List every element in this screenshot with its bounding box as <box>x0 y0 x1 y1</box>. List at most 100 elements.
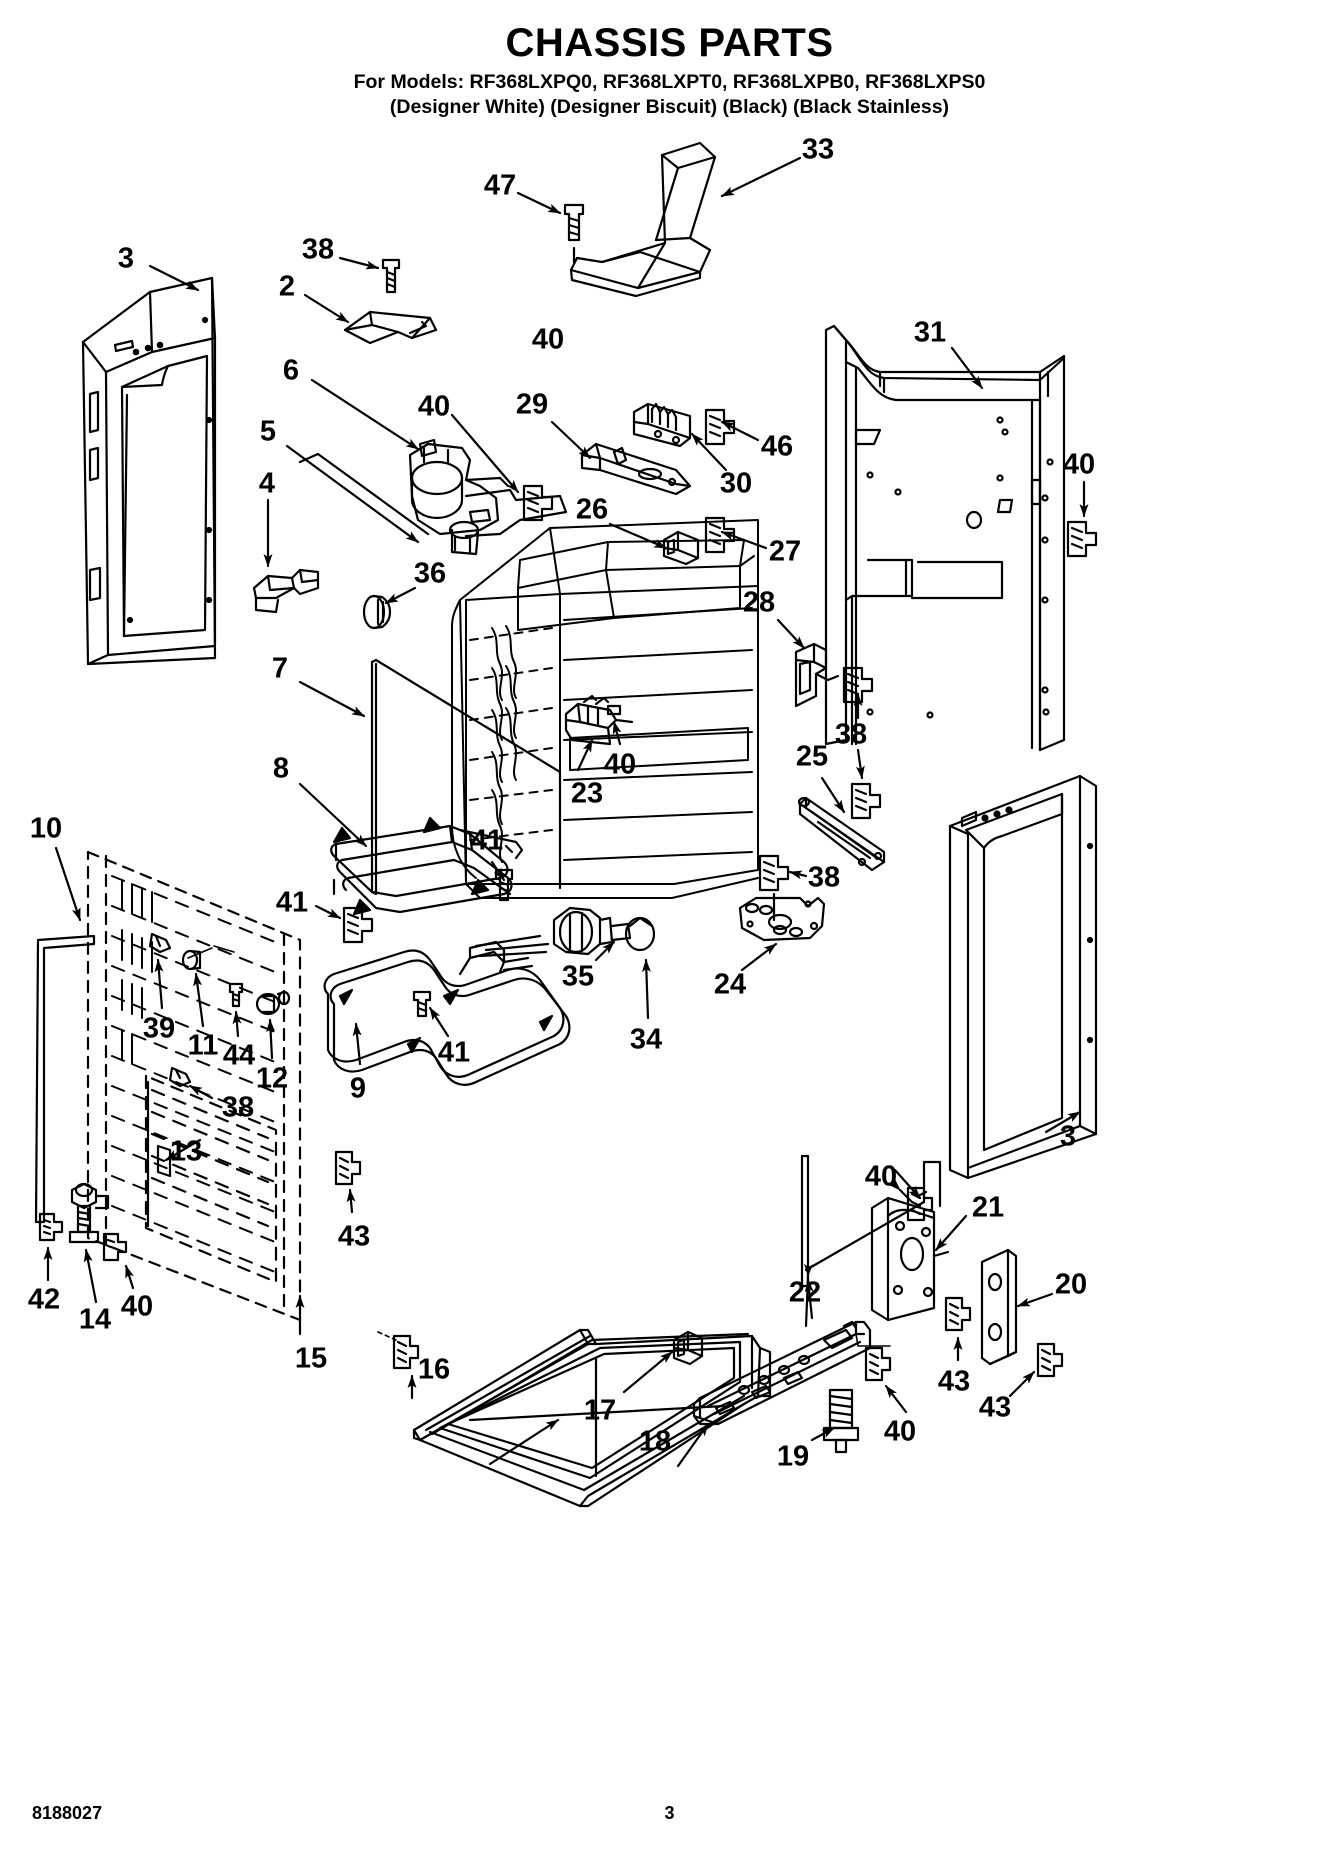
callout-38-b: 38 <box>834 718 868 751</box>
callout-11: 11 <box>187 1029 219 1062</box>
leader-44 <box>232 1010 242 1038</box>
part-3-door-right <box>948 774 1098 1180</box>
part-40-screw-bottom <box>855 1333 892 1382</box>
part-41-screw-lower <box>412 990 432 1018</box>
leader-30 <box>690 432 728 472</box>
callout-43-b: 43 <box>937 1365 971 1398</box>
part-25-brace-gusset <box>797 796 886 872</box>
callout-28: 28 <box>742 586 776 619</box>
leader-10 <box>54 846 82 922</box>
part-20-side-strap <box>980 1248 1018 1366</box>
page-header: CHASSIS PARTS For Models: RF368LXPQ0, RF… <box>0 22 1339 120</box>
part-3-door-frame-left <box>81 276 217 666</box>
leader-13 <box>164 1138 202 1162</box>
callout-29: 29 <box>515 388 549 421</box>
callout-31: 31 <box>913 316 947 349</box>
leader-5 <box>285 444 420 544</box>
part-43-screw-br2 <box>1036 1342 1064 1378</box>
leader-25 <box>820 776 846 814</box>
part-19-leveling-screw <box>822 1388 860 1454</box>
part-15-vertical-hatching <box>121 879 153 1065</box>
part-14-leveling-leg <box>68 1182 110 1244</box>
part-31-rear-panel <box>824 324 1066 752</box>
part-38-screw-d <box>758 854 790 922</box>
part-23-terminal-block <box>564 694 634 746</box>
leader-40-bmr2 <box>893 1168 922 1200</box>
callout-40-f: 40 <box>120 1290 154 1323</box>
leader-26 <box>608 522 668 550</box>
page-number: 3 <box>664 1803 675 1823</box>
callout-43-a: 43 <box>337 1220 371 1253</box>
callout-13: 13 <box>169 1135 203 1168</box>
callout-42: 42 <box>27 1283 61 1316</box>
callout-25: 25 <box>795 740 829 773</box>
leader-31 <box>950 346 984 390</box>
part-40-screw-bl <box>102 1232 128 1262</box>
leader-40-bl <box>124 1264 135 1290</box>
callout-38-a: 38 <box>301 233 335 266</box>
leader-11 <box>193 972 205 1028</box>
part-13-side-panel-liner <box>144 1074 278 1284</box>
part-42-screw <box>38 1212 64 1242</box>
leader-41-upper <box>314 904 342 920</box>
part-35-oven-light-socket <box>552 906 656 956</box>
leader-39 <box>154 958 164 1010</box>
part-43-screw-br1 <box>944 1296 972 1332</box>
page-title: CHASSIS PARTS <box>505 21 834 65</box>
leader-3-right <box>1044 1110 1082 1134</box>
callout-38-c: 38 <box>807 861 841 894</box>
callout-5: 5 <box>259 415 277 448</box>
leader-24 <box>740 942 778 972</box>
callout-12: 12 <box>255 1062 289 1095</box>
callout-6: 6 <box>282 354 300 387</box>
callout-22: 22 <box>788 1276 822 1309</box>
part-47-screw <box>563 203 585 264</box>
leader-38-c <box>855 748 865 780</box>
callout-19: 19 <box>776 1440 810 1473</box>
callout-34: 34 <box>629 1023 663 1056</box>
callout-24: 24 <box>713 968 747 1001</box>
part-16-oven-bottom-panel <box>412 1328 772 1508</box>
part-30-terminal-clip <box>632 402 692 448</box>
callout-2: 2 <box>278 270 296 303</box>
leader-34 <box>641 958 651 1020</box>
leader-40-bmr <box>888 1178 914 1204</box>
part-33-handle-bracket <box>569 141 717 298</box>
callout-30: 30 <box>719 467 753 500</box>
part-38-screw-c <box>850 782 882 820</box>
part-5-wire-rod <box>298 452 430 536</box>
callout-40-c: 40 <box>1062 448 1096 481</box>
leader-3-left <box>148 264 200 292</box>
callout-3-b: 3 <box>1059 1120 1077 1153</box>
part-40-screw-mid <box>522 484 554 522</box>
part-38-screw-13 <box>168 1066 192 1088</box>
part-39-screw <box>148 932 172 954</box>
leader-22b <box>804 1278 814 1320</box>
callout-10: 10 <box>29 812 63 845</box>
callout-41-b: 41 <box>275 886 309 919</box>
callout-16: 16 <box>417 1353 451 1386</box>
leader-18 <box>676 1422 710 1468</box>
callout-40-b: 40 <box>417 390 451 423</box>
part-38-screw-top <box>381 258 401 294</box>
leader-29 <box>550 420 592 460</box>
part-24-base-plate <box>738 896 826 942</box>
callout-9: 9 <box>349 1072 367 1105</box>
callout-18: 18 <box>638 1425 672 1458</box>
part-36-plug-button <box>362 594 392 630</box>
part-28-rear-bracket <box>794 642 840 708</box>
callout-17: 17 <box>583 1394 617 1427</box>
callout-14: 14 <box>78 1303 112 1336</box>
part-29-mounting-channel <box>580 442 692 496</box>
document-part-number: 8188027 <box>32 1803 103 1823</box>
part-12-grommet <box>255 990 291 1016</box>
leader-40-23 <box>612 720 622 746</box>
part-2-bracket <box>343 310 438 345</box>
callout-46: 46 <box>760 430 794 463</box>
callout-43-c: 43 <box>978 1391 1012 1424</box>
part-26-clip-retainer <box>662 530 700 566</box>
callout-33: 33 <box>801 133 835 166</box>
part-9-broil-element <box>323 934 571 1086</box>
